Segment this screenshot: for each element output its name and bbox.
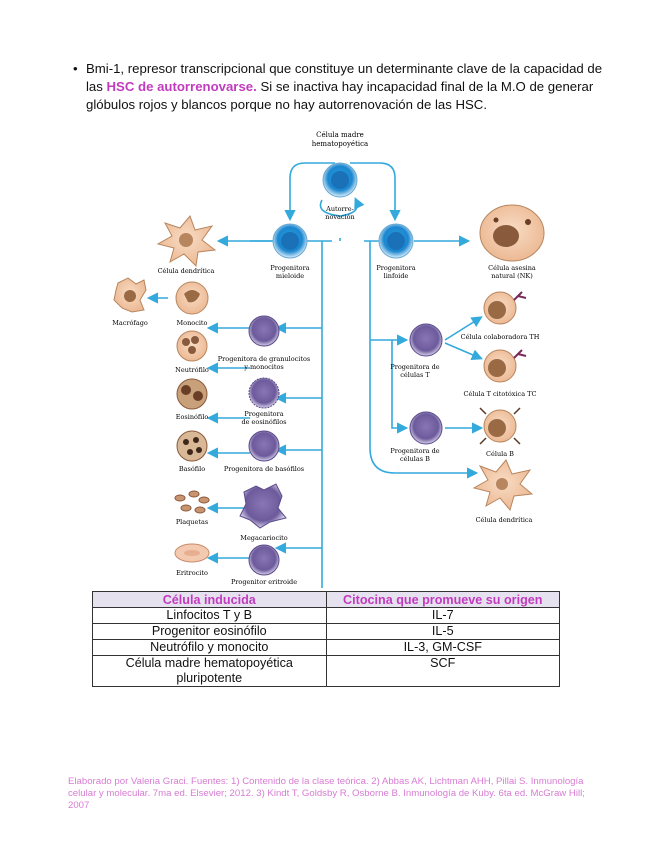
bullet-marker: •: [73, 61, 78, 76]
macrofago-label: Macrófago: [112, 319, 148, 327]
nk-label-2: natural (NK): [491, 272, 533, 280]
dendritica-top-label: Célula dendrítica: [158, 267, 215, 275]
tc-label: Célula T citotóxica TC: [464, 390, 537, 398]
eosinofilo-cell: [176, 378, 208, 410]
table-row: Célula madre hematopoyética pluripotente…: [92, 655, 560, 687]
bullet-highlight: HSC de autorrenovarse.: [106, 79, 257, 94]
autorrenovacion-label-2: novación: [325, 213, 354, 221]
prog-eritroide-label: Progenitor eritroide: [231, 578, 297, 586]
monocito-label: Monocito: [177, 319, 208, 327]
prog-b-label-2: células B: [400, 455, 430, 463]
prog-t-label-1: Progenitora de: [390, 363, 439, 371]
bullet-text-start: Bmi-1, represor transcripcional que cons…: [86, 61, 603, 94]
plaquetas-cells: [174, 490, 210, 514]
neutrofilo-label: Neutrófilo: [175, 366, 209, 374]
neutrofilo-cell: [176, 330, 208, 362]
hematopoiesis-diagram: Célula madre hematopoyética Autorre- nov…: [100, 128, 565, 588]
footer-credits: Elaborado por Valeria Graci. Fuentes: 1)…: [68, 776, 585, 811]
prog-basofilos-cell: [248, 430, 280, 462]
megacariocito-cell: [239, 483, 287, 529]
prog-t-label-2: células T: [400, 371, 430, 379]
hsc-label-1: Célula madre: [316, 131, 364, 139]
prog-b-label-1: Progenitora de: [390, 447, 439, 455]
hsc-label-2: hematopoyética: [312, 140, 368, 148]
prog-linfoide-label-1: Progenitora: [376, 264, 415, 272]
table-row: Linfocitos T y B IL-7: [92, 607, 560, 624]
tc-cell: [483, 349, 527, 383]
bullet-paragraph: • Bmi-1, represor transcripcional que co…: [73, 60, 606, 114]
nk-label-1: Célula asesina: [488, 264, 536, 272]
table-cell: SCF: [325, 655, 560, 687]
basofilo-label: Basófilo: [179, 465, 205, 473]
table-cell: IL-7: [325, 607, 560, 624]
table-row: Neutrófilo y monocito IL-3, GM-CSF: [92, 639, 560, 656]
autorrenovacion-label-1: Autorre-: [325, 205, 354, 213]
table-cell: Progenitor eosinófilo: [92, 623, 327, 640]
citocinas-table: Célula inducida Citocina que promueve su…: [92, 591, 560, 687]
celula-b-label: Célula B: [486, 450, 514, 458]
table-cell: Linfocitos T y B: [92, 607, 327, 624]
dendritic-cell-bottom: [472, 459, 534, 512]
prog-gm-label-2: y monocitos: [243, 363, 284, 371]
prog-eosinofilos-cell: [248, 377, 280, 409]
table-cell: IL-3, GM-CSF: [325, 639, 560, 656]
table-cell: Neutrófilo y monocito: [92, 639, 327, 656]
th-cell: [483, 291, 527, 325]
macrofago-cell: [113, 277, 147, 313]
eosinofilo-label: Eosinófilo: [176, 413, 209, 421]
table-cell: IL-5: [325, 623, 560, 640]
eritrocito-label: Eritrocito: [176, 569, 208, 577]
dendritica-bottom-label: Célula dendrítica: [476, 516, 533, 524]
table-row: Progenitor eosinófilo IL-5: [92, 623, 560, 640]
prog-celulas-t-cell: [409, 323, 443, 357]
hsc-cell: [322, 162, 358, 198]
table-header-celula: Célula inducida: [92, 591, 327, 608]
prog-baso-label: Progenitora de basófilos: [224, 465, 304, 473]
celula-b-cell: [479, 407, 521, 445]
lineage-arrows: [146, 162, 484, 588]
bullet-text-end: Si se inactiva hay incapacidad final de …: [86, 79, 594, 112]
prog-mieloide-label-2: mieloide: [276, 272, 304, 280]
basofilo-cell: [176, 430, 208, 462]
megacariocito-label: Megacariocito: [240, 534, 287, 542]
progenitora-mieloide-cell: [272, 223, 308, 259]
dendritic-cell-top: [156, 215, 217, 268]
nk-cell: [479, 204, 545, 262]
prog-linfoide-label-2: linfoide: [384, 272, 409, 280]
prog-mieloide-label-1: Progenitora: [270, 264, 309, 272]
prog-granulocitos-cell: [248, 315, 280, 347]
progenitora-linfoide-cell: [378, 223, 414, 259]
table-header-row: Célula inducida Citocina que promueve su…: [92, 591, 560, 608]
prog-eos-label-2: de eosinófilos: [241, 418, 286, 426]
eritrocito-cell: [174, 543, 210, 563]
table-header-citocina: Citocina que promueve su origen: [325, 591, 560, 608]
table-cell: Célula madre hematopoyética pluripotente: [92, 655, 327, 687]
prog-gm-label-1: Progenitora de granulocitos: [218, 355, 310, 363]
prog-eritroide-cell: [248, 544, 280, 576]
prog-eos-label-1: Progenitora: [244, 410, 283, 418]
plaquetas-label: Plaquetas: [176, 518, 208, 526]
th-label: Célula colaboradora TH: [461, 333, 540, 341]
monocito-cell: [175, 281, 209, 315]
prog-celulas-b-cell: [409, 411, 443, 445]
